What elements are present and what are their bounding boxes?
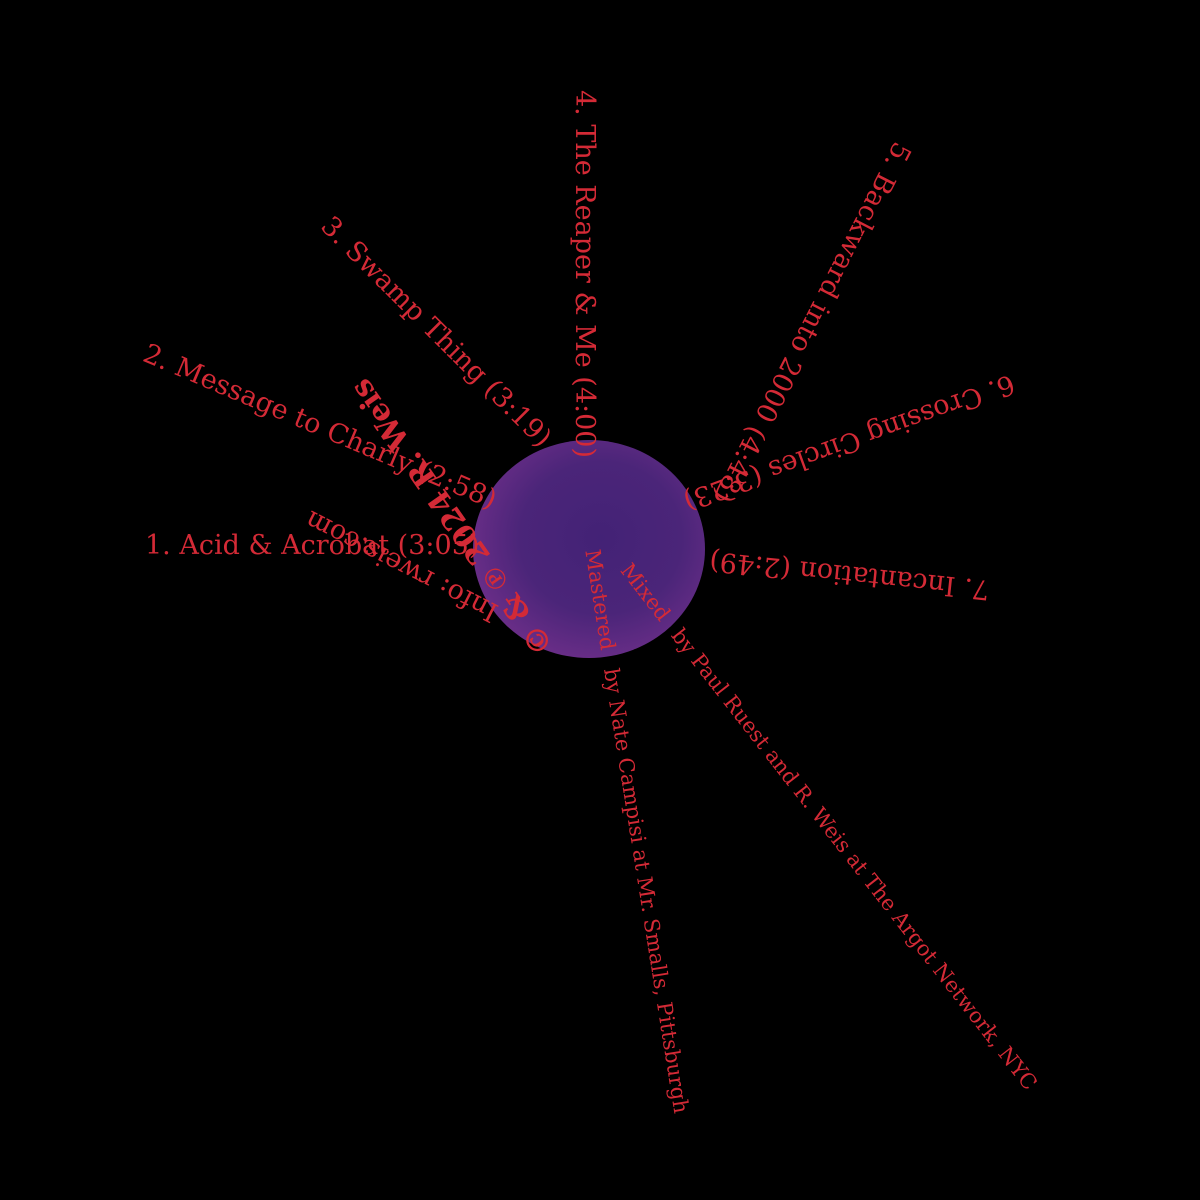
center-orb [473, 440, 705, 658]
track-6-label: 6. Crossing Circles (3:23) [679, 367, 1019, 517]
mixed-text: by Paul Ruest and R. Weis at The Argot N… [666, 623, 1042, 1095]
mixed-credit: Mixed by Paul Ruest and R. Weis at The A… [616, 559, 1042, 1095]
track-4-label: 4. The Reaper & Me (4:00) [569, 90, 600, 458]
track-3-label: 3. Swamp Thing (3:19) [314, 210, 558, 454]
mastered-text: by Nate Campisi at Mr. Smalls, Pittsburg… [599, 666, 694, 1116]
track-7-label: 7. Incantation (2:49) [707, 544, 992, 605]
track-1-label: 1. Acid & Acrobat (3:05) [145, 530, 480, 561]
